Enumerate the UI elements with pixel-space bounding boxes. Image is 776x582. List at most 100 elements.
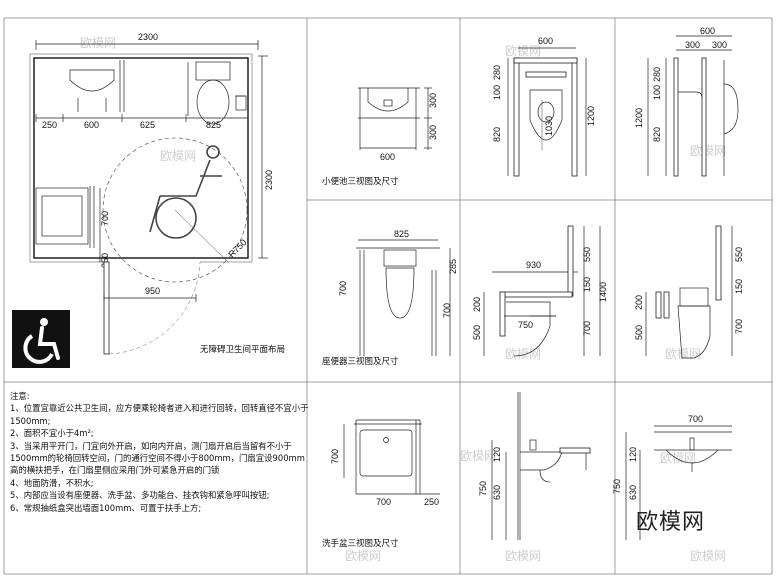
svg-text:600: 600 [84, 120, 99, 130]
note-line-2: 2、面积不宜小于4m²; [10, 428, 94, 439]
svg-text:280: 280 [652, 67, 662, 82]
svg-text:285: 285 [448, 259, 458, 274]
svg-text:150: 150 [734, 279, 744, 294]
toilet-front-elevation: 930 200 500 750 550 150 700 1400 [472, 225, 608, 357]
svg-text:820: 820 [492, 127, 502, 142]
svg-text:1200: 1200 [634, 108, 644, 128]
svg-text:120: 120 [492, 447, 502, 462]
plan-basin-counter [35, 187, 89, 245]
svg-text:950: 950 [145, 286, 160, 296]
svg-text:820: 820 [652, 127, 662, 142]
note-line-6: 6、常规抽纸盒突出墙面100mm、可置于扶手上方; [10, 502, 202, 513]
svg-text:欧模网: 欧模网 [690, 144, 726, 158]
svg-text:300: 300 [428, 93, 438, 108]
svg-text:750: 750 [612, 479, 622, 494]
svg-text:欧模网: 欧模网 [505, 44, 541, 58]
svg-text:100: 100 [652, 85, 662, 100]
floor-plan: 2300 2300 250 600 625 825 [29, 32, 285, 355]
toilet-front-body [506, 301, 551, 357]
svg-text:250: 250 [42, 120, 57, 130]
svg-text:625: 625 [140, 120, 155, 130]
toilet-plan-view: 825 285 700 700 座便器三视图及尺寸 [322, 229, 458, 367]
urinal-title: 小便池三视图及尺寸 [322, 176, 399, 187]
plan-urinal [69, 69, 115, 92]
svg-text:120: 120 [628, 447, 638, 462]
watermark-layer: 欧模网 欧模网 欧模网 欧模网 欧模网 欧模网 欧模网 欧模网 欧模网 欧模网 … [80, 36, 726, 563]
urinal-front-bowl [529, 89, 563, 141]
plan-title: 无障碍卫生间平面布局 [200, 344, 285, 355]
svg-text:欧模网: 欧模网 [345, 549, 381, 563]
notes-heading: 注意: [10, 391, 30, 401]
svg-text:1400: 1400 [598, 282, 608, 302]
svg-text:欧模网: 欧模网 [665, 347, 701, 361]
svg-text:500: 500 [634, 325, 644, 340]
svg-text:630: 630 [492, 485, 502, 500]
svg-text:750: 750 [518, 320, 533, 330]
sheet-frame [3, 17, 773, 575]
svg-text:250: 250 [100, 253, 110, 268]
plan-door-leaf [103, 261, 110, 355]
urinal-side-bowl [723, 83, 739, 135]
plan-height-dim: 2300 [264, 170, 274, 190]
svg-text:200: 200 [472, 297, 482, 312]
svg-text:600: 600 [380, 152, 395, 162]
note-line-4: 4、地面防滑，不积水; [10, 477, 94, 488]
brand-logo-text: 欧模网 [636, 510, 706, 535]
note-line-1: 1、位置宜靠近公共卫生间，应方便乘轮椅者进入和进行回转，回转直径不宜小于1500… [10, 403, 309, 426]
svg-text:700: 700 [338, 281, 348, 296]
urinal-front-elevation: 600 280 100 820 1030 1200 [492, 36, 596, 177]
svg-text:600: 600 [538, 36, 553, 46]
basin-title: 洗手盆三视图及尺寸 [322, 538, 399, 549]
toilet-side-body [677, 305, 711, 359]
plan-toilet [196, 79, 230, 125]
svg-text:欧模网: 欧模网 [80, 36, 116, 50]
svg-text:700: 700 [376, 497, 391, 507]
basin-plan-bowl [359, 429, 413, 477]
svg-text:300: 300 [685, 40, 700, 50]
plan-wheelchair-figure [149, 145, 222, 239]
svg-text:600: 600 [700, 26, 715, 36]
svg-text:700: 700 [100, 211, 110, 226]
svg-text:1200: 1200 [586, 106, 596, 126]
svg-text:700: 700 [734, 319, 744, 334]
svg-text:欧模网: 欧模网 [660, 451, 696, 465]
svg-text:300: 300 [712, 40, 727, 50]
svg-text:100: 100 [492, 85, 502, 100]
basin-side-elevation: 120 630 750 [478, 392, 591, 540]
plan-width-dim: 2300 [138, 32, 158, 42]
svg-text:700: 700 [688, 414, 703, 424]
svg-text:欧模网: 欧模网 [505, 347, 541, 361]
svg-text:700: 700 [442, 303, 452, 318]
toilet-side-elevation: 550 150 700 200 500 [634, 225, 744, 359]
svg-text:930: 930 [526, 260, 541, 270]
note-line-5: 5、内部应当设有座便器、洗手盆、多功能台、挂衣钩和紧急呼叫按钮; [10, 490, 270, 501]
svg-text:550: 550 [734, 247, 744, 262]
wheelchair-accessibility-icon [12, 310, 70, 368]
svg-text:500: 500 [472, 325, 482, 340]
svg-text:欧模网: 欧模网 [505, 549, 541, 563]
svg-text:欧模网: 欧模网 [690, 549, 726, 563]
basin-side-bowl [520, 451, 563, 471]
svg-text:630: 630 [628, 485, 638, 500]
svg-text:欧模网: 欧模网 [160, 149, 196, 163]
svg-text:R750: R750 [226, 237, 248, 259]
svg-text:550: 550 [582, 247, 592, 262]
svg-text:150: 150 [582, 277, 592, 292]
svg-text:825: 825 [394, 229, 409, 239]
urinal-side-elevation: 600 300 300 280 100 820 1200 [634, 26, 739, 177]
urinal-plan-view: 300 300 600 小便池三视图及尺寸 [322, 87, 438, 187]
turning-circle [102, 137, 248, 283]
svg-text:700: 700 [582, 321, 592, 336]
basin-plan-view: 700 700 250 洗手盆三视图及尺寸 [322, 419, 440, 549]
note-line-3: 3、当采用平开门，门宜向外开启，如向内开启，测门扇开启后当留有不小于1500mm… [10, 440, 305, 476]
toilet-plan-bowl [385, 267, 415, 319]
svg-text:200: 200 [634, 295, 644, 310]
svg-text:250: 250 [424, 497, 439, 507]
svg-text:1030: 1030 [544, 116, 554, 136]
toilet-title: 座便器三视图及尺寸 [322, 356, 399, 367]
design-notes: 注意: 1、位置宜靠近公共卫生间，应方便乘轮椅者进入和进行回转，回转直径不宜小于… [10, 390, 310, 514]
basin-front-elevation: 700 120 630 750 [612, 414, 732, 540]
svg-text:700: 700 [330, 449, 340, 464]
svg-text:750: 750 [478, 481, 488, 496]
